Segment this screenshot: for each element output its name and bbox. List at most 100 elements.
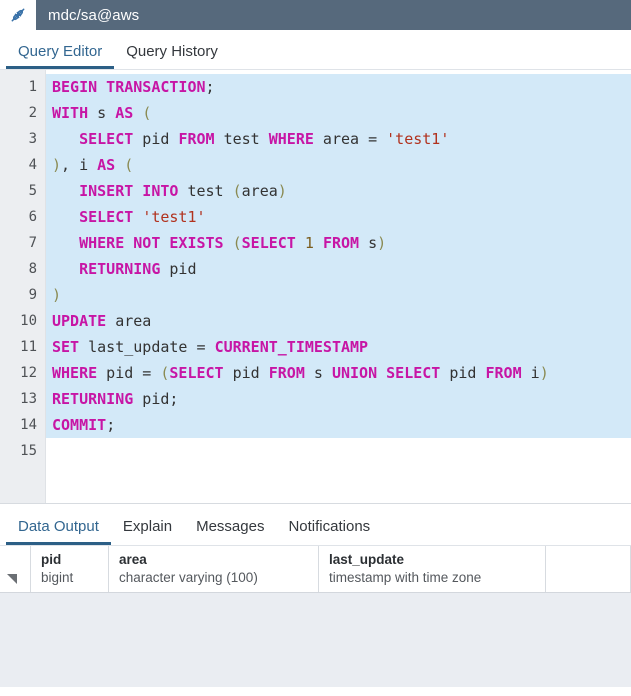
code-token: SELECT — [79, 208, 134, 226]
code-token: pid — [133, 130, 179, 148]
code-token — [377, 364, 386, 382]
code-line[interactable]: SELECT 'test1' — [46, 204, 631, 230]
code-token — [52, 182, 79, 200]
column-name: last_update — [329, 552, 405, 567]
line-number: 7 — [28, 235, 37, 251]
code-token: test — [214, 130, 269, 148]
database-connection-icon — [0, 0, 36, 30]
line-number: 3 — [28, 131, 37, 147]
code-line[interactable]: SET last_update = CURRENT_TIMESTAMP — [46, 334, 631, 360]
tab-messages[interactable]: Messages — [196, 518, 265, 535]
code-token: , i — [61, 156, 98, 174]
code-token — [52, 208, 79, 226]
code-line[interactable]: ), i AS ( — [46, 152, 631, 178]
code-token: INSERT INTO — [79, 182, 179, 200]
code-token: FROM — [178, 130, 215, 148]
code-token: SELECT — [386, 364, 441, 382]
code-line[interactable] — [46, 438, 631, 464]
code-token: 'test1' — [142, 208, 206, 226]
line-number: 10 — [20, 313, 37, 329]
code-token: 'test1' — [386, 130, 450, 148]
code-token: ) — [277, 182, 287, 200]
code-token: ( — [160, 364, 170, 382]
code-token: area — [241, 182, 278, 200]
column-header-last_update[interactable]: last_update timestamp with time zone — [319, 546, 546, 592]
tab-explain[interactable]: Explain — [122, 518, 173, 535]
column-name: area — [119, 552, 147, 567]
line-number: 14 — [20, 417, 37, 433]
column-header-area[interactable]: area character varying (100) — [109, 546, 319, 592]
code-token — [88, 104, 97, 122]
line-number: 12 — [20, 365, 37, 381]
column-type — [556, 569, 630, 587]
column-type: character varying (100) — [119, 570, 258, 585]
code-token: FROM — [485, 364, 522, 382]
code-token — [296, 234, 305, 252]
code-token: RETURNING — [79, 260, 161, 278]
line-number: 6 — [28, 209, 37, 225]
code-line[interactable]: INSERT INTO test (area) — [46, 178, 631, 204]
code-token — [52, 260, 79, 278]
line-number: 8 — [28, 261, 37, 277]
sql-code-area[interactable]: BEGIN TRANSACTION;WITH s AS ( SELECT pid… — [46, 70, 631, 503]
code-line[interactable]: ) — [46, 282, 631, 308]
code-token: SELECT — [169, 364, 224, 382]
code-line[interactable]: WHERE NOT EXISTS (SELECT 1 FROM s) — [46, 230, 631, 256]
line-number: 9 — [28, 287, 37, 303]
column-name — [556, 551, 630, 569]
line-number: 11 — [20, 339, 37, 355]
code-token: SET — [52, 338, 80, 356]
code-token: test — [178, 182, 233, 200]
code-token — [133, 104, 142, 122]
select-all-corner-cell[interactable] — [0, 546, 31, 592]
code-token: ( — [124, 156, 134, 174]
code-token — [115, 156, 124, 174]
code-token: pid = — [97, 364, 161, 382]
code-line[interactable]: SELECT pid FROM test WHERE area = 'test1… — [46, 126, 631, 152]
tab-notifications[interactable]: Notifications — [288, 518, 371, 535]
window-titlebar: mdc/sa@aws — [0, 0, 631, 30]
code-token: WHERE NOT EXISTS — [79, 234, 224, 252]
code-token: ( — [232, 182, 242, 200]
code-token — [106, 104, 115, 122]
tab-query-history[interactable]: Query History — [126, 43, 218, 60]
column-name: pid — [41, 552, 62, 567]
code-line[interactable]: COMMIT; — [46, 412, 631, 438]
code-token: ( — [232, 234, 242, 252]
code-token: area — [106, 312, 152, 330]
code-token: RETURNING — [52, 390, 134, 408]
code-line[interactable]: WITH s AS ( — [46, 100, 631, 126]
tab-data-output[interactable]: Data Output — [6, 519, 111, 545]
code-token: pid — [440, 364, 486, 382]
code-token: pid — [223, 364, 269, 382]
code-token: ) — [52, 156, 62, 174]
line-number: 5 — [28, 183, 37, 199]
code-line[interactable]: BEGIN TRANSACTION; — [46, 74, 631, 100]
line-number: 2 — [28, 105, 37, 121]
code-line[interactable]: RETURNING pid; — [46, 386, 631, 412]
code-token: area = — [313, 130, 387, 148]
code-token: SELECT — [241, 234, 296, 252]
column-header-empty[interactable] — [546, 546, 631, 592]
code-line[interactable]: RETURNING pid — [46, 256, 631, 282]
code-token: ) — [52, 286, 62, 304]
code-token: WHERE — [52, 364, 98, 382]
tab-query-editor[interactable]: Query Editor — [6, 44, 115, 69]
code-token: last_update = — [79, 338, 215, 356]
code-token: UNION — [331, 364, 378, 382]
code-line[interactable]: WHERE pid = (SELECT pid FROM s UNION SEL… — [46, 360, 631, 386]
code-token: WITH — [52, 104, 89, 122]
code-line[interactable]: UPDATE area — [46, 308, 631, 334]
code-token: SELECT — [79, 130, 134, 148]
line-number: 13 — [20, 391, 37, 407]
code-token: WHERE — [268, 130, 314, 148]
code-token: s — [97, 104, 107, 122]
code-token: s — [359, 234, 378, 252]
column-type: timestamp with time zone — [329, 570, 482, 585]
code-token — [133, 208, 142, 226]
